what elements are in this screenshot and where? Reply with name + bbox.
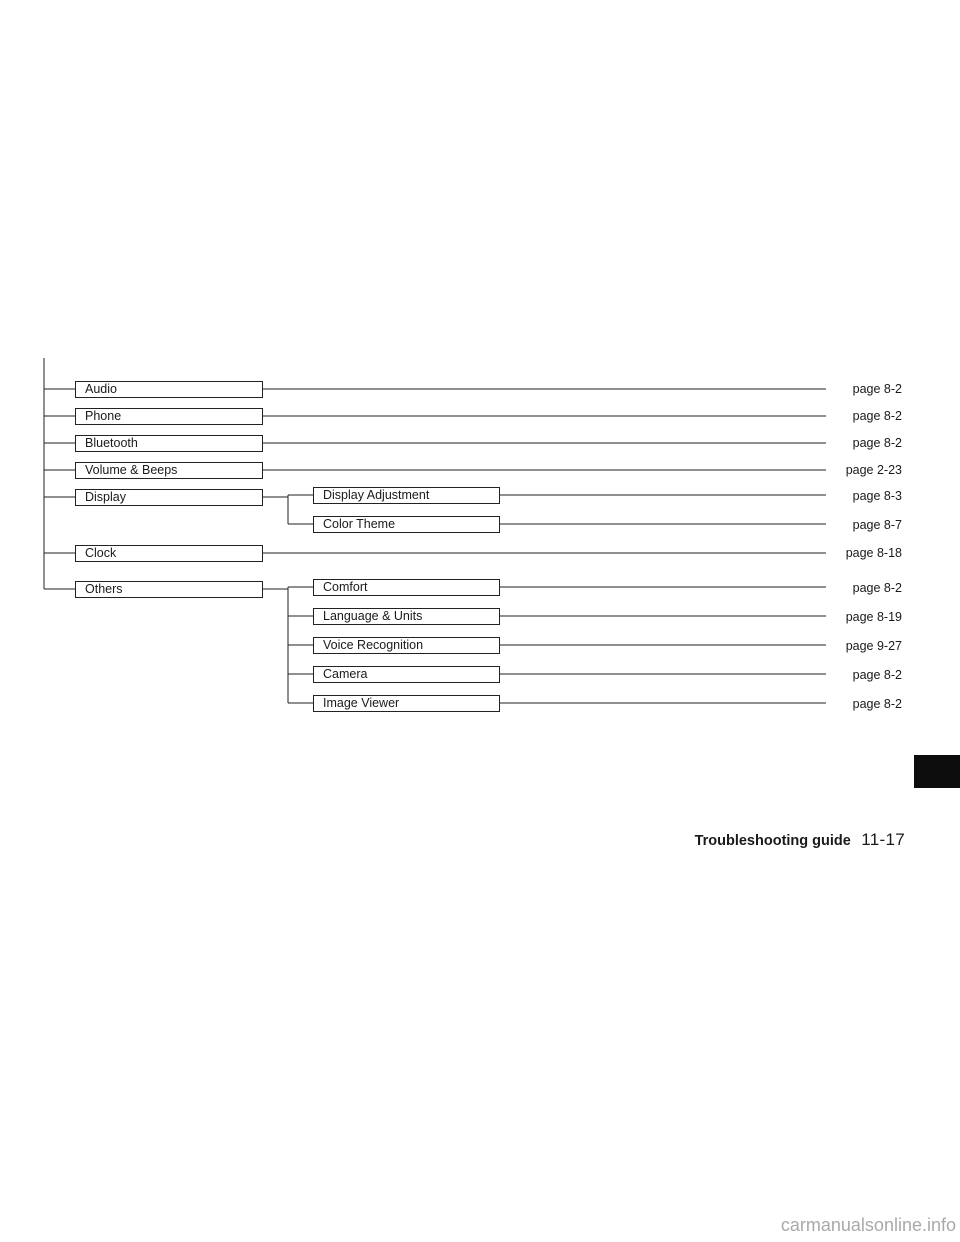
- page-reference: page 8-2: [852, 436, 902, 450]
- page-reference: page 8-2: [852, 668, 902, 682]
- menu-item-box: Display: [75, 488, 263, 506]
- page-reference: page 8-7: [852, 518, 902, 532]
- page-reference: page 8-2: [852, 581, 902, 595]
- page-reference: page 9-27: [845, 639, 902, 653]
- page-reference: page 8-3: [852, 489, 902, 503]
- page-reference: page 8-2: [852, 409, 902, 423]
- footer-page-number: 11-17: [861, 830, 905, 849]
- page-reference: page 8-2: [852, 382, 902, 396]
- submenu-item-box: Voice Recognition: [313, 636, 500, 654]
- submenu-item-box: Image Viewer: [313, 694, 500, 712]
- menu-item-box: Audio: [75, 380, 263, 398]
- menu-item-box: Others: [75, 580, 263, 598]
- page-reference: page 8-19: [845, 610, 902, 624]
- submenu-item-box: Comfort: [313, 578, 500, 596]
- section-tab-marker: [914, 755, 960, 788]
- menu-item-box: Phone: [75, 407, 263, 425]
- submenu-item-box: Language & Units: [313, 607, 500, 625]
- submenu-item-box: Color Theme: [313, 515, 500, 533]
- page-reference: page 2-23: [845, 463, 902, 477]
- menu-item-box: Bluetooth: [75, 434, 263, 452]
- menu-item-box: Clock: [75, 544, 263, 562]
- page-reference: page 8-2: [852, 697, 902, 711]
- submenu-item-box: Camera: [313, 665, 500, 683]
- menu-item-box: Volume & Beeps: [75, 461, 263, 479]
- page-reference: page 8-18: [845, 546, 902, 560]
- footer-section-title: Troubleshooting guide: [694, 833, 851, 849]
- watermark-text: carmanualsonline.info: [780, 1215, 956, 1235]
- page-footer: Troubleshooting guide 11-17: [695, 830, 905, 850]
- menu-tree-lines: [43, 358, 826, 704]
- submenu-item-box: Display Adjustment: [313, 486, 500, 504]
